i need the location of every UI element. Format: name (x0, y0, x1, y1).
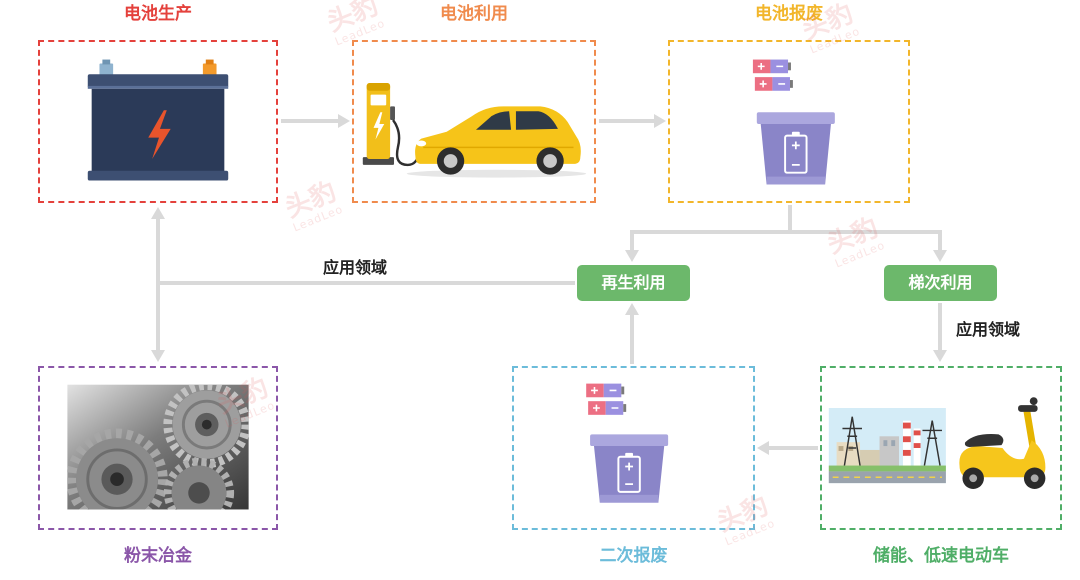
edge-label-recycling-application: 应用领域 (322, 258, 387, 277)
gears-photo (67, 384, 249, 510)
stage-title-storage: 储能、低速电动车 (873, 546, 1009, 566)
negative-terminal (99, 63, 114, 76)
arrow-production-to-usage (281, 114, 350, 128)
ev-charging-icon (362, 82, 587, 178)
stage-box-metallurgy (38, 366, 278, 530)
stage-box-usage (352, 40, 596, 203)
electric-car-icon (406, 106, 587, 178)
arrow-scrap-split (625, 205, 947, 262)
gear-left (67, 428, 168, 510)
electric-scooter-icon (959, 397, 1046, 489)
positive-terminal (202, 63, 217, 76)
arrow-secondary-scrap-to-recycling (625, 303, 639, 364)
stage-box-storage (820, 366, 1062, 530)
battery-bin-icon (752, 59, 835, 185)
stage-title-usage: 电池利用 (440, 4, 508, 24)
lightning-bolt-icon (148, 110, 171, 160)
stage-box-secondary-scrap (512, 366, 755, 530)
recycle-bin-icon (756, 112, 835, 185)
battery-cell-icon (754, 77, 793, 91)
stage-box-scrap (668, 40, 910, 203)
stage-title-production: 电池生产 (124, 4, 192, 24)
stage-box-production (38, 40, 278, 203)
stage-title-metallurgy: 粉末冶金 (124, 546, 192, 566)
power-plant-scooter-icon (828, 397, 1046, 489)
gears-icon (67, 384, 249, 510)
edge-label-cascade-application: 应用领域 (955, 320, 1020, 339)
arrow-recycling-application (151, 207, 575, 362)
process-cascade-utilization: 梯次利用 (884, 265, 997, 301)
process-recycling: 再生利用 (577, 265, 690, 301)
arrow-cascade-to-storage (933, 303, 947, 362)
battery-cell-icon (752, 59, 791, 74)
gear-bottom-right (163, 457, 235, 510)
arrow-storage-to-secondary-scrap (757, 441, 818, 455)
stage-title-secondary-scrap: 二次报废 (599, 546, 668, 566)
car-battery-icon (87, 59, 229, 181)
stage-title-scrap: 电池报废 (755, 4, 823, 24)
recycle-bin-icon (590, 434, 669, 503)
power-plant-icon (828, 408, 946, 484)
battery-cell-icon (588, 401, 627, 415)
battery-cell-icon (586, 383, 625, 398)
battery-lid (87, 74, 229, 88)
gear-top-right (163, 384, 249, 468)
arrow-usage-to-scrap (599, 114, 666, 128)
charging-station-icon (362, 82, 421, 167)
battery-base (87, 170, 229, 181)
battery-bin-icon (586, 383, 669, 503)
